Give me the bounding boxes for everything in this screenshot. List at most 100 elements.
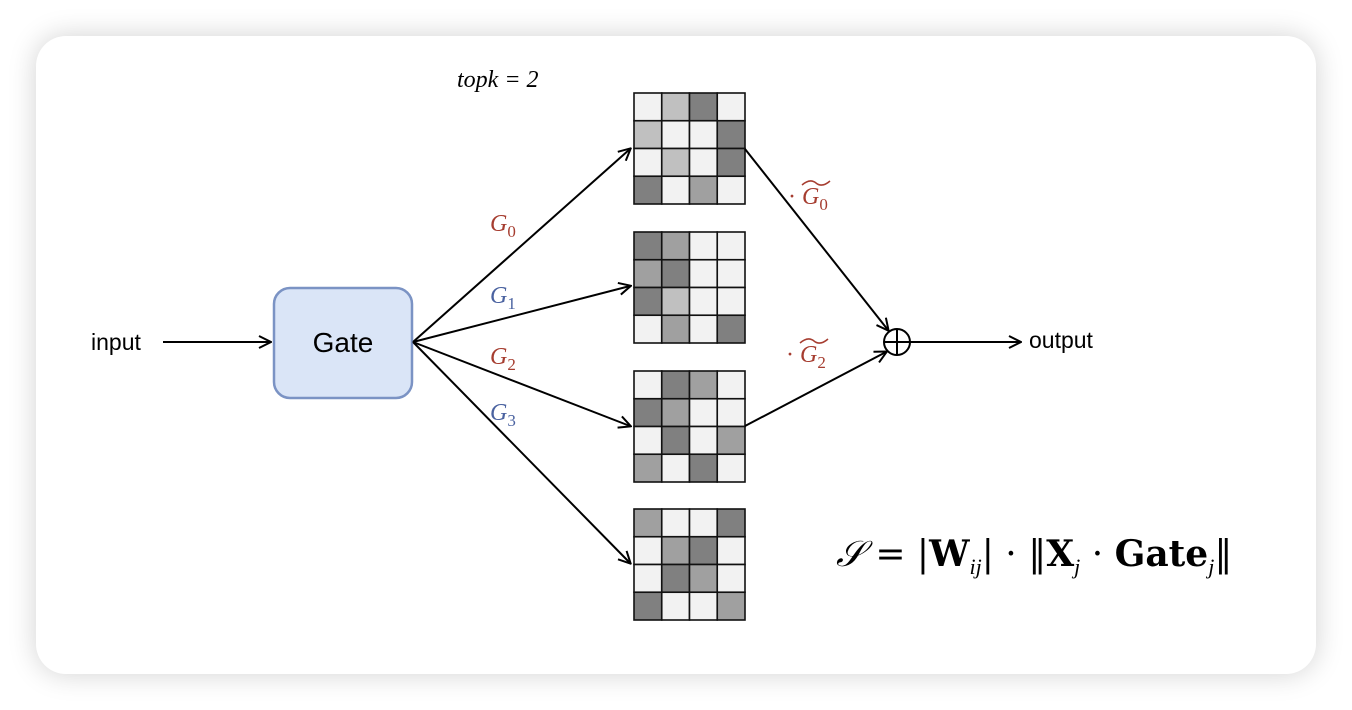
expert-cell	[633, 563, 663, 594]
expert-cell	[688, 314, 719, 344]
expert-cell	[660, 508, 691, 538]
combine-arrow-0	[744, 148, 888, 330]
expert-cell	[716, 175, 746, 205]
expert-cell	[660, 591, 691, 621]
expert-cell	[660, 286, 691, 317]
expert-cell	[660, 453, 691, 483]
output-label: output	[1029, 327, 1094, 353]
expert-cell	[688, 508, 719, 538]
expert-cell	[688, 119, 719, 150]
expert-cell	[688, 175, 719, 205]
expert-cell	[716, 563, 746, 594]
input-label: input	[91, 329, 141, 355]
svg-text:· G2: · G2	[786, 342, 826, 372]
expert-cell	[716, 119, 746, 150]
branch-arrow-1	[412, 286, 630, 343]
expert-cell	[688, 535, 719, 566]
formula-Gate: Gate	[1115, 533, 1209, 575]
expert-cell	[633, 453, 663, 483]
gate-branch-label-2: G2	[490, 344, 516, 374]
gate-branch-label-3: G3	[490, 400, 516, 430]
topk-label: topk = 2	[457, 67, 539, 93]
expert-cell	[688, 453, 719, 483]
expert-cell	[660, 425, 691, 456]
expert-cell	[688, 397, 719, 428]
expert-cell	[716, 370, 746, 400]
expert-cell	[688, 591, 719, 621]
expert-cell	[716, 591, 746, 621]
importance-formula: 𝒮 = |Wij| · ‖Xj · Gatej‖	[836, 533, 1232, 579]
branch-arrow-2	[412, 341, 630, 426]
formula-dot: ·	[1080, 534, 1114, 575]
gate-branch-label-1: G1	[490, 283, 516, 313]
expert-cell	[688, 147, 719, 178]
expert-cell	[716, 453, 746, 483]
formula-W-sub: ij	[970, 554, 982, 579]
branch-arrow-3	[412, 341, 630, 563]
gate-box	[272, 286, 414, 400]
sum-icon	[883, 328, 911, 356]
expert-cell	[633, 119, 663, 150]
weighted-gate-label-1: · G2	[786, 338, 829, 372]
weighted-gate-label-0: · G0	[788, 180, 831, 214]
tilde-accent	[799, 338, 829, 344]
gate-label: Gate	[313, 327, 374, 358]
expert-cell	[660, 147, 691, 178]
expert-cell	[688, 286, 719, 317]
formula-X: X	[1046, 533, 1074, 575]
expert-cell	[688, 370, 719, 400]
expert-cell	[660, 535, 691, 566]
svg-text:· G0: · G0	[788, 184, 828, 214]
expert-cell	[688, 258, 719, 289]
expert-cell	[688, 563, 719, 594]
expert-cell	[633, 314, 663, 344]
expert-cell	[660, 397, 691, 428]
expert-cell	[688, 231, 719, 261]
expert-cell	[716, 258, 746, 289]
expert-grid-1	[633, 231, 746, 344]
tilde-accent	[801, 180, 831, 186]
gate-branch-label-0: G0	[490, 211, 516, 241]
expert-cell	[633, 231, 663, 261]
formula-W: W	[928, 533, 970, 575]
expert-cell	[716, 286, 746, 317]
expert-cell	[716, 535, 746, 566]
expert-grid-3	[633, 508, 746, 621]
expert-cell	[688, 92, 719, 122]
expert-cell	[633, 92, 663, 122]
formula-X-sub: j	[1071, 554, 1080, 579]
expert-cell	[660, 258, 691, 289]
expert-cell	[660, 92, 691, 122]
expert-cell	[660, 119, 691, 150]
expert-cell	[633, 175, 663, 205]
expert-cell	[660, 231, 691, 261]
formula-mid: | · ‖	[982, 534, 1046, 575]
formula-eq: = |	[864, 534, 929, 575]
expert-cell	[716, 425, 746, 456]
expert-grid-0	[633, 92, 746, 205]
expert-grid-2	[633, 370, 746, 483]
expert-cell	[716, 314, 746, 344]
expert-cell	[633, 591, 663, 621]
expert-cell	[660, 314, 691, 344]
formula-end: ‖	[1214, 534, 1232, 575]
expert-cell	[633, 535, 663, 566]
expert-cell	[660, 563, 691, 594]
expert-cell	[716, 397, 746, 428]
expert-cell	[633, 286, 663, 317]
branch-arrow-0	[412, 149, 630, 343]
expert-cell	[660, 175, 691, 205]
expert-cell	[633, 147, 663, 178]
expert-cell	[633, 508, 663, 538]
expert-cell	[716, 231, 746, 261]
expert-cell	[633, 258, 663, 289]
formula-Gate-sub: j	[1205, 554, 1214, 579]
expert-cell	[633, 397, 663, 428]
expert-cell	[660, 370, 691, 400]
expert-cell	[633, 370, 663, 400]
combine-arrow-2	[744, 352, 886, 427]
expert-cell	[688, 425, 719, 456]
expert-cell	[716, 92, 746, 122]
expert-cell	[633, 425, 663, 456]
